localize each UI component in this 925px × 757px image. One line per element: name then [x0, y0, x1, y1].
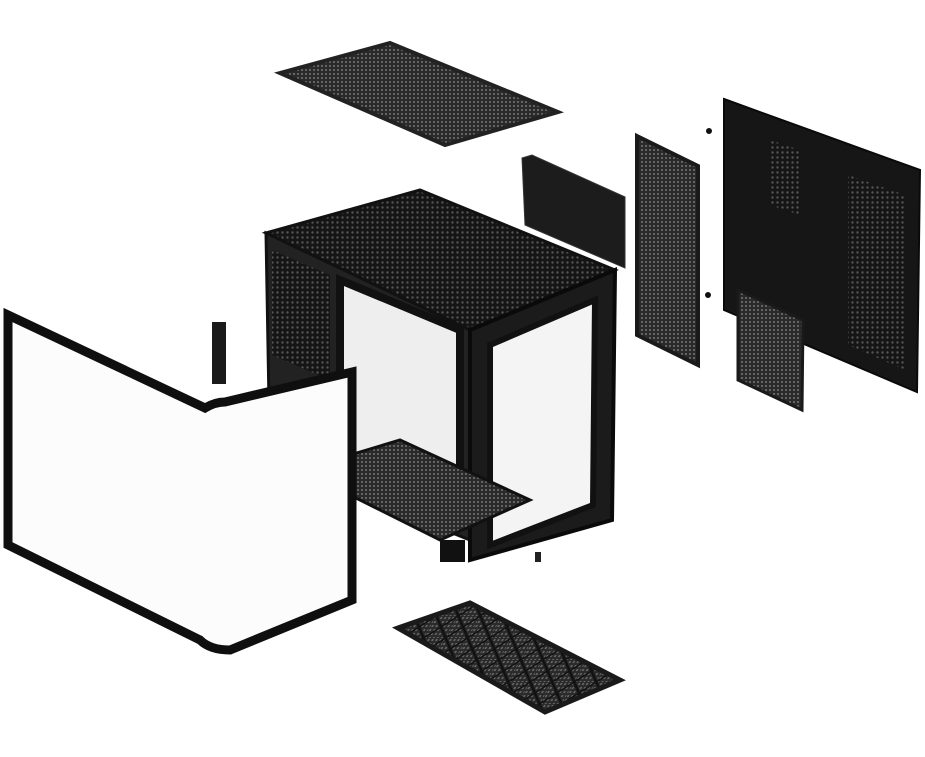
side-mesh-panel [635, 132, 700, 369]
foot-screw [535, 552, 541, 562]
io-bracket [212, 322, 226, 384]
top-dust-filter [273, 40, 565, 148]
right-panel-vent [848, 175, 905, 370]
lower-mesh-panel [736, 287, 805, 413]
screw [706, 128, 712, 134]
psu-bracket [521, 154, 626, 269]
right-panel-vent-small [770, 140, 800, 215]
screw [705, 292, 711, 298]
bottom-dust-filter [391, 600, 626, 715]
glass-side-panel [3, 307, 357, 655]
main-chassis [261, 188, 619, 563]
